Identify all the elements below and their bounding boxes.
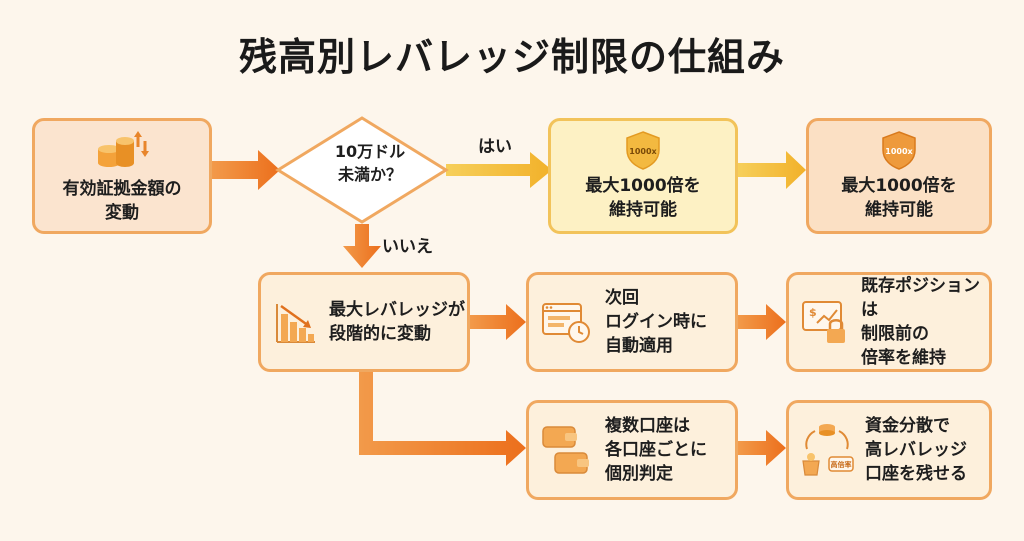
decision-diamond (275, 116, 449, 224)
decision-label: 10万ドル 未満か？ (334, 142, 406, 184)
multi-account-box: 複数口座は 各口座ごとに 個別判定 (526, 400, 738, 500)
svg-text:$: $ (809, 306, 817, 319)
existing-positions-box: $ 既存ポジションは 制限前の 倍率を維持 (786, 272, 992, 372)
diversify-label: 資金分散で 高レバレッジ 口座を残せる (865, 416, 967, 484)
yes-maintain-label: 最大1000倍を 維持可能 (841, 176, 957, 220)
fund-diversify-icon: 高倍率 (802, 424, 854, 476)
arrow-no (343, 224, 381, 268)
diversify-box: 高倍率 資金分散で 高レバレッジ 口座を残せる (786, 400, 992, 500)
arrow-login-to-existing (738, 304, 786, 340)
next-login-box: 次回 ログイン時に 自動適用 (526, 272, 738, 372)
yes-result-label: 最大1000倍を 維持可能 (585, 176, 701, 220)
start-box: 有効証拠金額の 変動 (32, 118, 212, 234)
arrow-no-to-login (470, 304, 526, 340)
arrow-yes-chain (738, 151, 806, 189)
browser-clock-icon (542, 303, 590, 343)
multi-account-label: 複数口座は 各口座ごとに 個別判定 (605, 416, 707, 484)
yes-label: はい (478, 137, 512, 157)
wallets-icon (542, 426, 589, 474)
arrow-start-to-decision (212, 150, 280, 190)
leverage-change-box: 最大レバレッジが 段階的に変動 (258, 272, 470, 372)
no-label: いいえ (382, 237, 433, 257)
high-leverage-badge-text: 高倍率 (831, 460, 852, 469)
existing-positions-label: 既存ポジションは 制限前の 倍率を維持 (861, 276, 980, 368)
yes-result-box: 1000x 最大1000倍を 維持可能 (548, 118, 738, 234)
declining-chart-icon (276, 304, 315, 343)
yes-maintain-box: 1000x 最大1000倍を 維持可能 (806, 118, 992, 234)
page-title: 残高別レバレッジ制限の仕組み (238, 35, 785, 79)
lock-chart-icon: $ (802, 301, 845, 343)
coins-icon (98, 131, 149, 167)
shield-badge-text: 1000x (885, 147, 913, 156)
shield-icon: 1000x (626, 131, 660, 170)
arrow-no-to-multi (359, 372, 526, 466)
next-login-label: 次回 ログイン時に 自動適用 (605, 288, 707, 356)
shield-icon: 1000x (882, 131, 916, 170)
shield-badge-text: 1000x (629, 147, 657, 156)
leverage-change-label: 最大レバレッジが 段階的に変動 (329, 300, 465, 344)
start-label: 有効証拠金額の 変動 (62, 179, 182, 223)
arrow-yes (446, 152, 552, 188)
arrow-multi-to-diversify (738, 430, 786, 466)
